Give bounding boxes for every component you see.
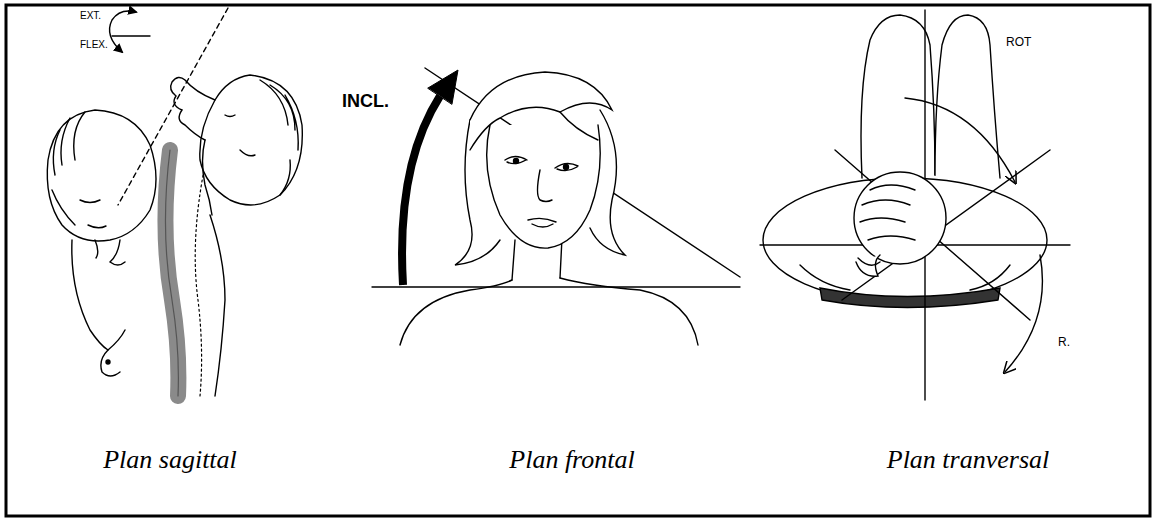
movement-label: ROT	[1006, 36, 1031, 49]
frame	[6, 5, 1150, 516]
movement-label: INCL.	[342, 92, 389, 112]
movement-label: R.	[1058, 336, 1070, 349]
panel-caption: Plan frontal	[509, 446, 634, 475]
transversal-illustration	[760, 10, 1070, 400]
frontal-illustration	[372, 68, 740, 345]
panel-caption: Plan tranversal	[887, 446, 1050, 475]
panel-caption: Plan sagittal	[103, 446, 237, 475]
sagittal-illustration	[47, 8, 302, 396]
movement-label: EXT.	[80, 10, 101, 21]
movement-label: FLEX.	[80, 39, 108, 50]
